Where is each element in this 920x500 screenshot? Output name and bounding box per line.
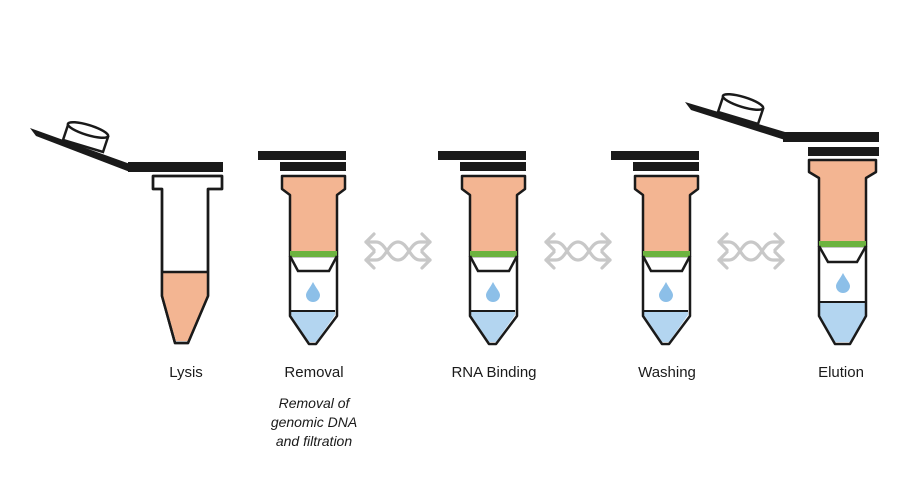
mixing-arrows-icon <box>544 232 612 270</box>
step-label-lysis: Lysis <box>169 364 203 381</box>
mixing-arrows-icon <box>717 232 785 270</box>
removal-note-line: and filtration <box>275 433 353 449</box>
removal-tube <box>258 151 347 346</box>
step-label-rna-binding: RNA Binding <box>451 364 537 381</box>
tube-lid-closed-icon <box>611 151 699 171</box>
lysis-tube <box>30 120 224 345</box>
tube-lid-open-icon <box>685 92 879 156</box>
washing-tube <box>611 151 700 346</box>
droplet-icon <box>836 273 850 293</box>
step-label-removal: Removal <box>284 364 344 381</box>
step-label-washing: Washing <box>638 364 696 381</box>
droplet-icon <box>659 282 673 302</box>
elution-tube <box>685 92 879 346</box>
removal-note-line: Removal of <box>278 395 350 411</box>
removal-note: Removal of genomic DNA and filtration <box>224 394 404 451</box>
tube-lid-closed-icon <box>258 151 346 171</box>
tube-lid-closed-icon <box>438 151 526 171</box>
rna-binding-tube <box>438 151 527 346</box>
mixing-arrows-icon <box>364 232 432 270</box>
step-label-elution: Elution <box>818 364 864 381</box>
removal-note-line: genomic DNA <box>270 414 358 430</box>
droplet-icon <box>306 282 320 302</box>
droplet-icon <box>486 282 500 302</box>
tube-lid-open-icon <box>30 120 223 172</box>
